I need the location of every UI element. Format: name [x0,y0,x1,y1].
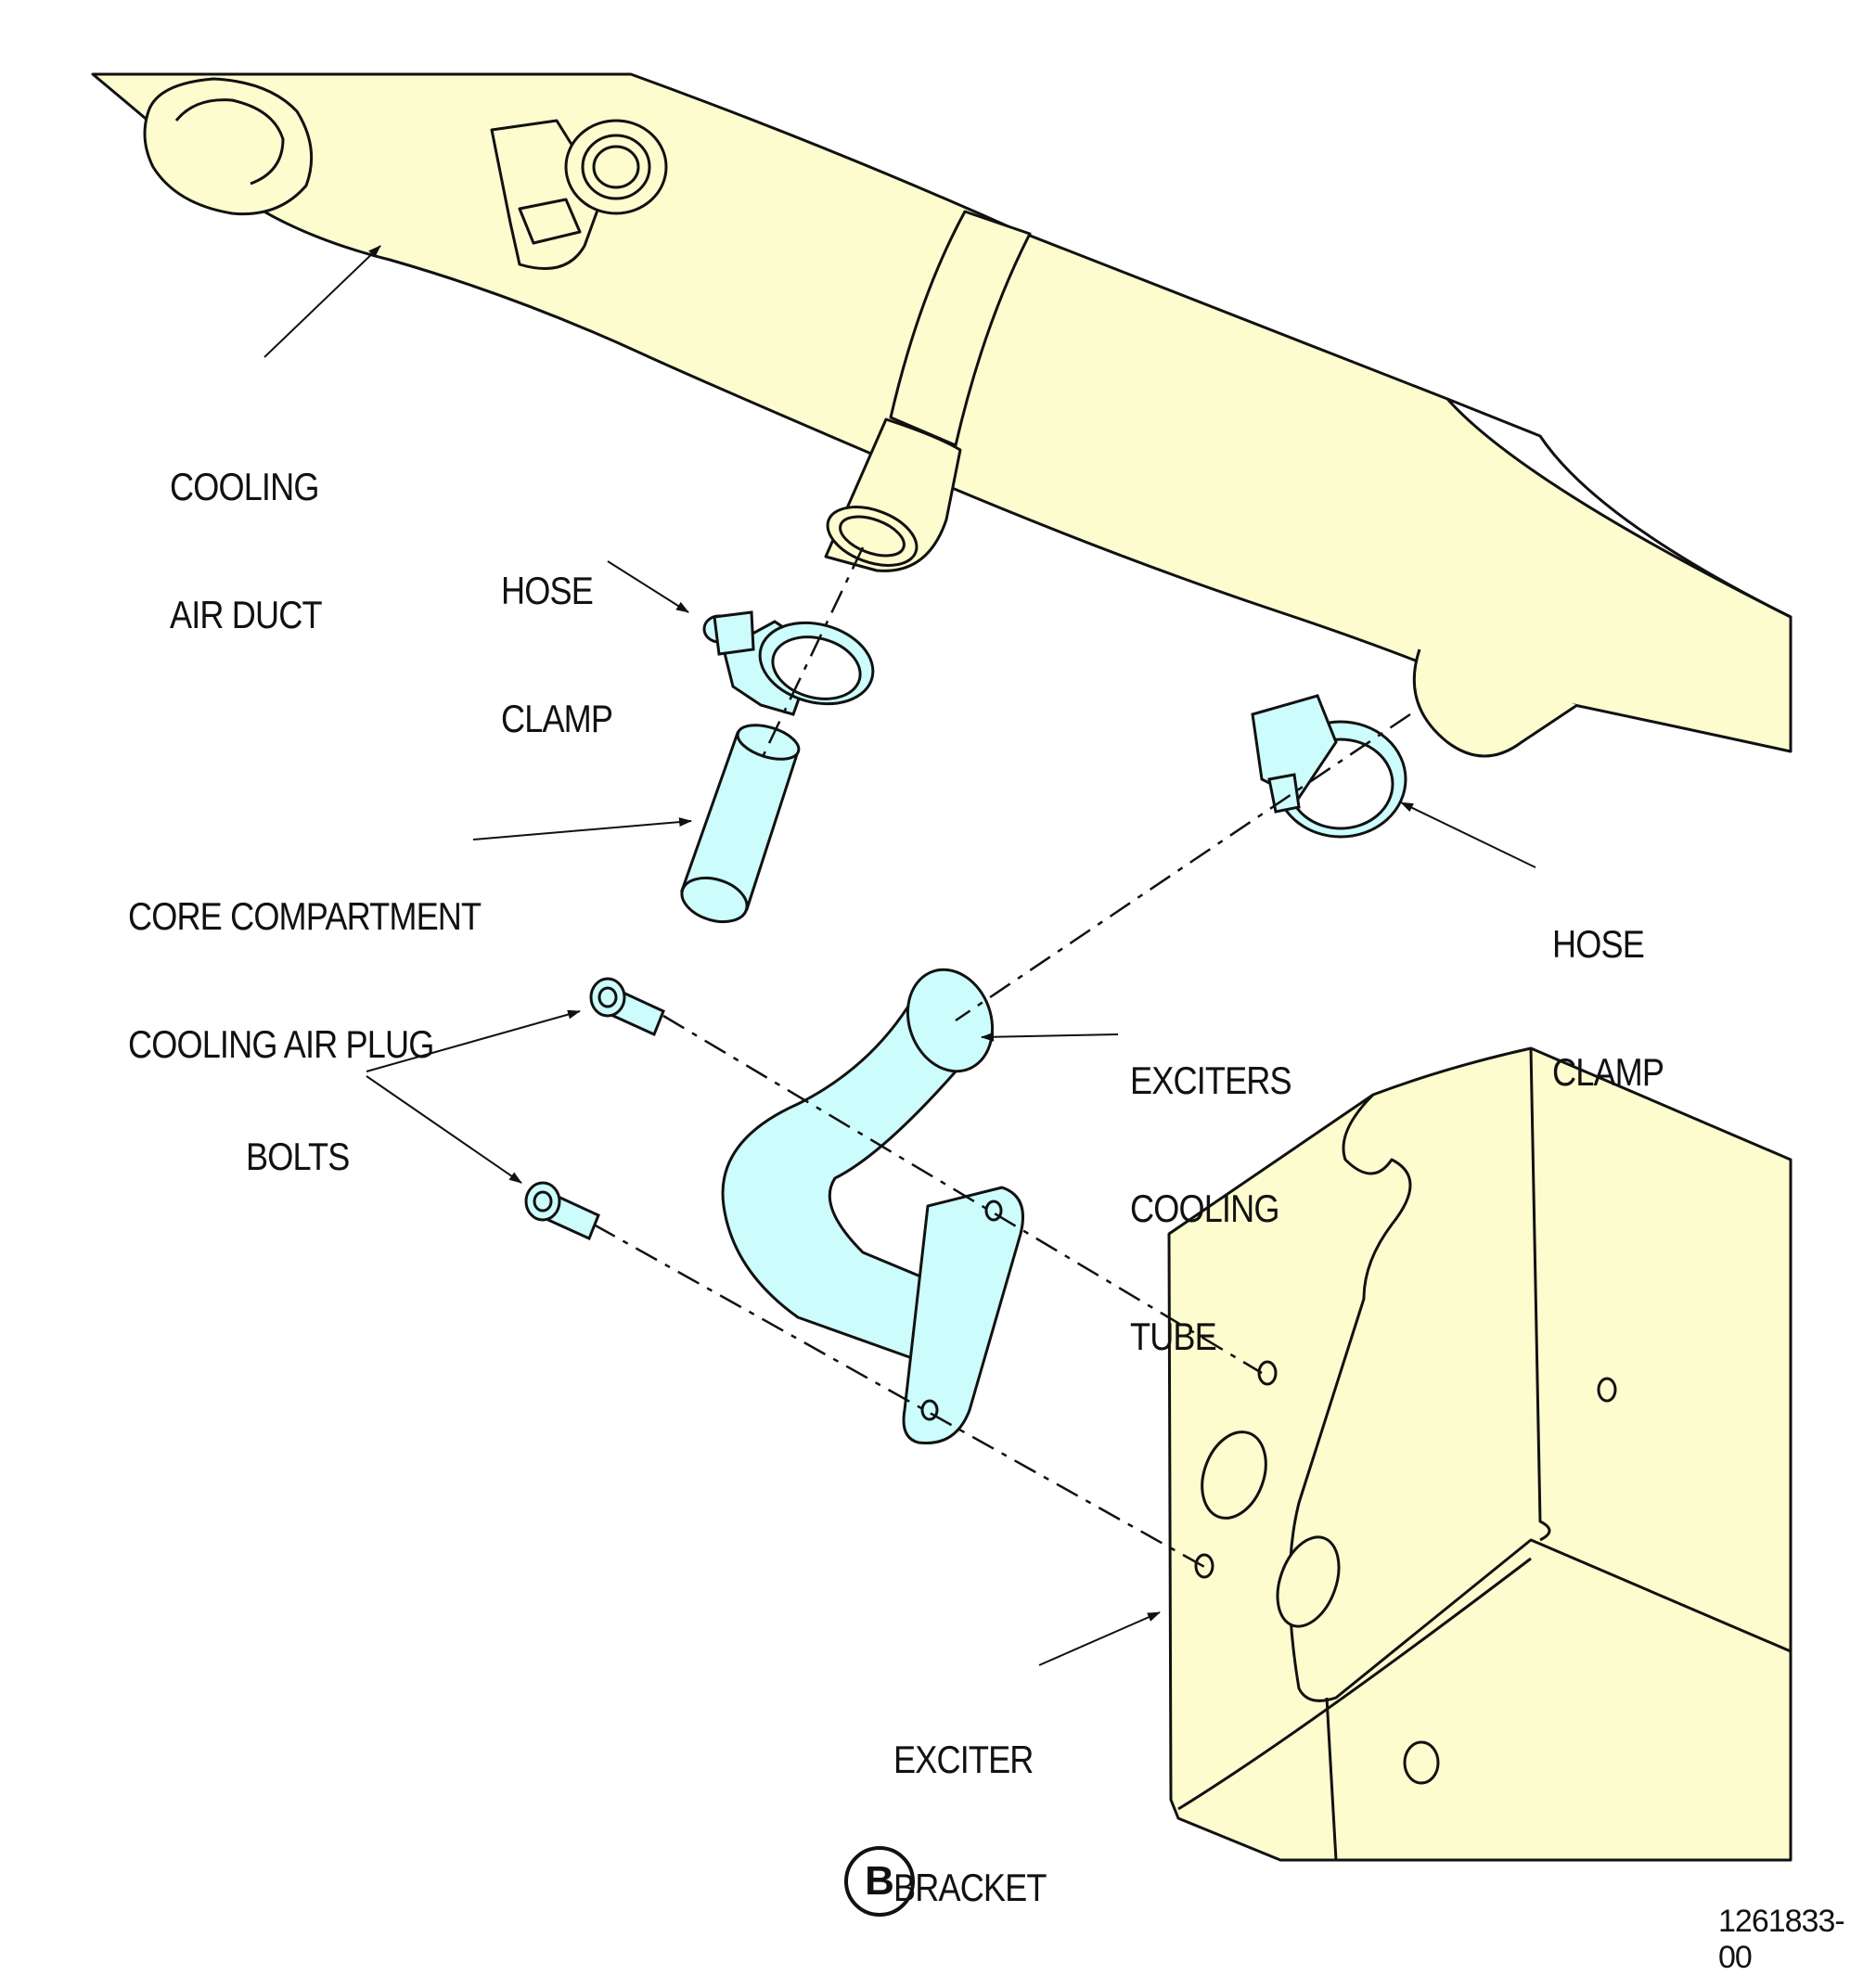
label-line: BRACKET [893,1866,1047,1909]
hose-clamp-left [702,610,875,716]
label-line: COOLING [170,465,319,508]
leader-cooling-air-duct [263,245,381,358]
leader-core-plug [472,817,692,840]
core-compartment-plug [680,724,801,924]
label-line: COOLING [1130,1187,1279,1230]
leader-hose-clamp-left [607,560,689,613]
label-line: BOLTS [246,1135,350,1178]
label-hose-clamp-left: HOSE CLAMP [501,484,613,783]
label-exciters-cooling-tube: EXCITERS COOLING TUBE [1130,974,1292,1401]
cooling-air-duct [91,72,1792,758]
label-line: HOSE [501,569,594,612]
label-core-compartment-plug: CORE COMPARTMENT COOLING AIR PLUG [128,810,482,1109]
label-cooling-air-duct: COOLING AIR DUCT [170,380,323,679]
bolt-lower [524,1181,600,1241]
label-line: CORE COMPARTMENT [128,894,482,938]
leader-lines [263,245,1536,1666]
leader-exciter-bracket [1038,1611,1161,1666]
label-line: COOLING AIR PLUG [128,1022,434,1066]
view-letter-circle: B [844,1846,915,1917]
bolt-upper [589,977,665,1037]
label-line: CLAMP [501,697,613,740]
label-exciter-bracket: EXCITER BRACKET [893,1653,1047,1952]
label-bolts: BOLTS [246,1050,350,1221]
label-line: AIR DUCT [170,593,323,636]
label-line: EXCITER [893,1738,1034,1781]
leader-hose-clamp-right [1400,802,1536,868]
leader-exciters-tube [981,1032,1119,1042]
drawing-number: 1261833-00 [1718,1904,1845,1975]
hose-clamp-right [1251,694,1407,839]
label-hose-clamp-right: HOSE CLAMP [1552,838,1664,1136]
label-line: HOSE [1552,922,1645,966]
label-line: CLAMP [1552,1050,1664,1094]
label-line: TUBE [1130,1315,1217,1358]
leader-bolt-lower [366,1075,522,1184]
leader-bolt-upper [366,1009,581,1072]
exciter-bracket [1167,1046,1792,1862]
assembly-centerlines [593,546,1411,1570]
label-line: EXCITERS [1130,1059,1292,1102]
exciters-cooling-tube [721,968,1024,1445]
